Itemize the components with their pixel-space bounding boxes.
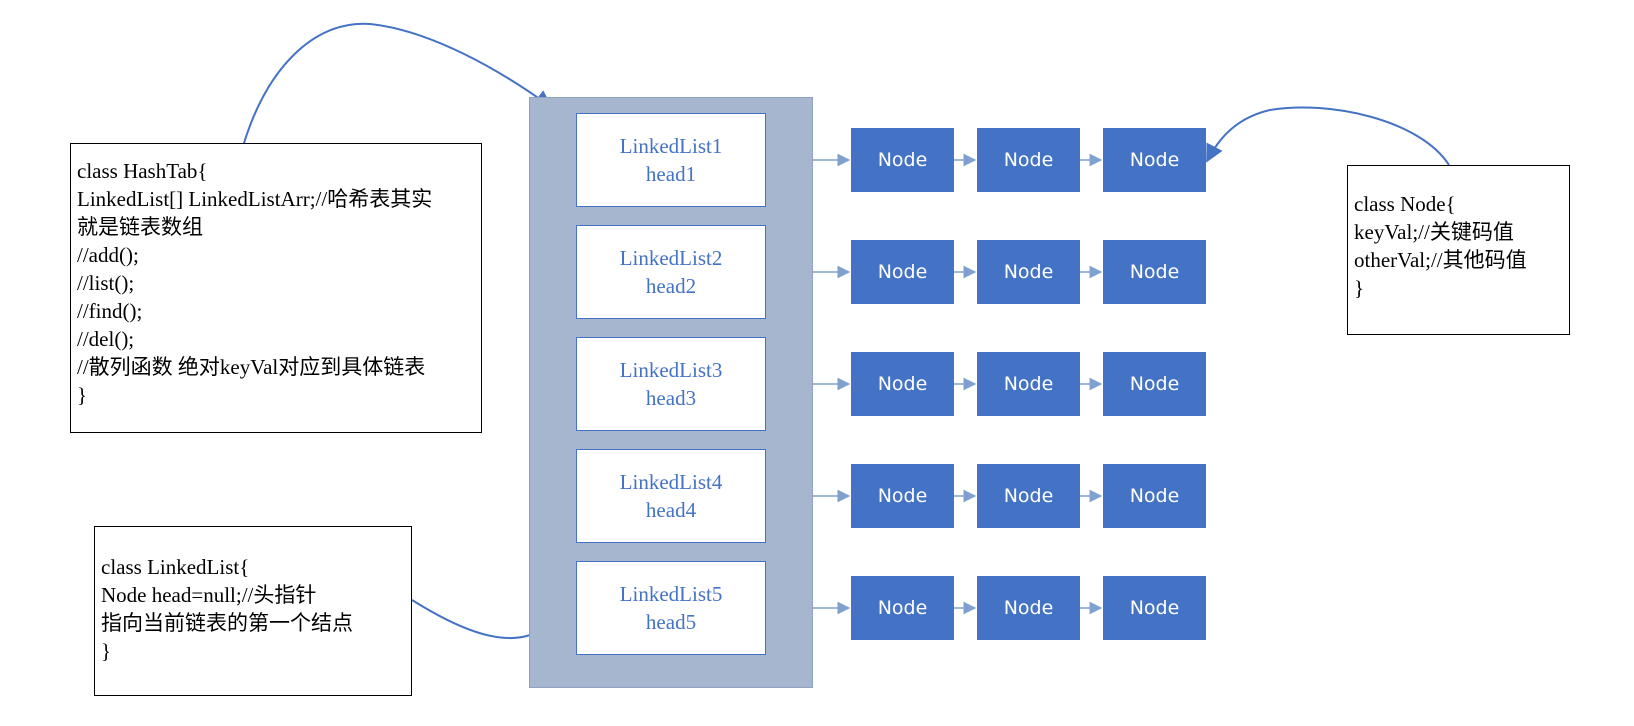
linkedlist-line-2: Node head=null;//头指针: [101, 583, 317, 607]
node-box: Node: [1103, 128, 1206, 192]
hashtab-to-array-connector: [243, 22, 553, 144]
node-class-line-2: keyVal;//关键码值: [1354, 220, 1514, 244]
linkedlist-name: LinkedList2: [619, 246, 723, 270]
linkedlist-name: LinkedList4: [619, 470, 723, 494]
linkedlist-line-1: class LinkedList{: [101, 555, 250, 579]
linkedlist-box-2: LinkedList2 head2: [576, 225, 766, 319]
linkedlist-head: head1: [645, 162, 697, 186]
linkedlist-line-3: 指向当前链表的第一个结点: [101, 611, 353, 635]
node-class-box: class Node{ keyVal;//关键码值 otherVal;//其他码…: [1347, 165, 1570, 335]
hashtab-line-9: }: [77, 383, 88, 407]
node-box: Node: [977, 464, 1080, 528]
linkedlist-head: head5: [645, 610, 697, 634]
node-class-line-1: class Node{: [1354, 192, 1456, 216]
linkedlist-name: LinkedList1: [619, 134, 723, 158]
hashtab-line-6: //find();: [77, 299, 143, 323]
hashtab-line-3: 就是链表数组: [77, 215, 203, 239]
node-box: Node: [1103, 464, 1206, 528]
node-class-to-node-connector: [1206, 106, 1450, 166]
linkedlist-head: head2: [645, 274, 697, 298]
linkedlist-box-1: LinkedList1 head1: [576, 113, 766, 207]
node-box: Node: [851, 240, 954, 304]
node-box: Node: [977, 352, 1080, 416]
linkedlist-line-4: }: [101, 639, 112, 663]
node-box: Node: [1103, 352, 1206, 416]
node-box: Node: [977, 576, 1080, 640]
hashtab-line-1: class HashTab{: [77, 159, 208, 183]
linkedlist-box-5: LinkedList5 head5: [576, 561, 766, 655]
node-box: Node: [851, 128, 954, 192]
hashtab-class-box: class HashTab{ LinkedList[] LinkedListAr…: [70, 143, 482, 433]
node-box: Node: [977, 240, 1080, 304]
linkedlist-box-3: LinkedList3 head3: [576, 337, 766, 431]
linkedlist-name: LinkedList5: [619, 582, 723, 606]
linkedlist-box-4: LinkedList4 head4: [576, 449, 766, 543]
node-box: Node: [1103, 576, 1206, 640]
node-class-line-4: }: [1354, 276, 1365, 300]
hashtab-line-4: //add();: [77, 243, 139, 267]
hashtab-line-8: //散列函数 绝对keyVal对应到具体链表: [77, 355, 426, 379]
linkedlist-head: head4: [645, 498, 697, 522]
linkedlist-class-box: class LinkedList{ Node head=null;//头指针 指…: [94, 526, 412, 696]
node-box: Node: [851, 464, 954, 528]
node-box: Node: [977, 128, 1080, 192]
hashtab-line-2: LinkedList[] LinkedListArr;//哈希表其实: [77, 187, 433, 211]
node-box: Node: [851, 352, 954, 416]
node-box: Node: [851, 576, 954, 640]
node-box: Node: [1103, 240, 1206, 304]
hashtab-line-5: //list();: [77, 271, 135, 295]
linkedlist-name: LinkedList3: [619, 358, 723, 382]
hashtab-line-7: //del();: [77, 327, 135, 351]
node-class-line-3: otherVal;//其他码值: [1354, 248, 1527, 272]
linkedlist-head: head3: [645, 386, 697, 410]
